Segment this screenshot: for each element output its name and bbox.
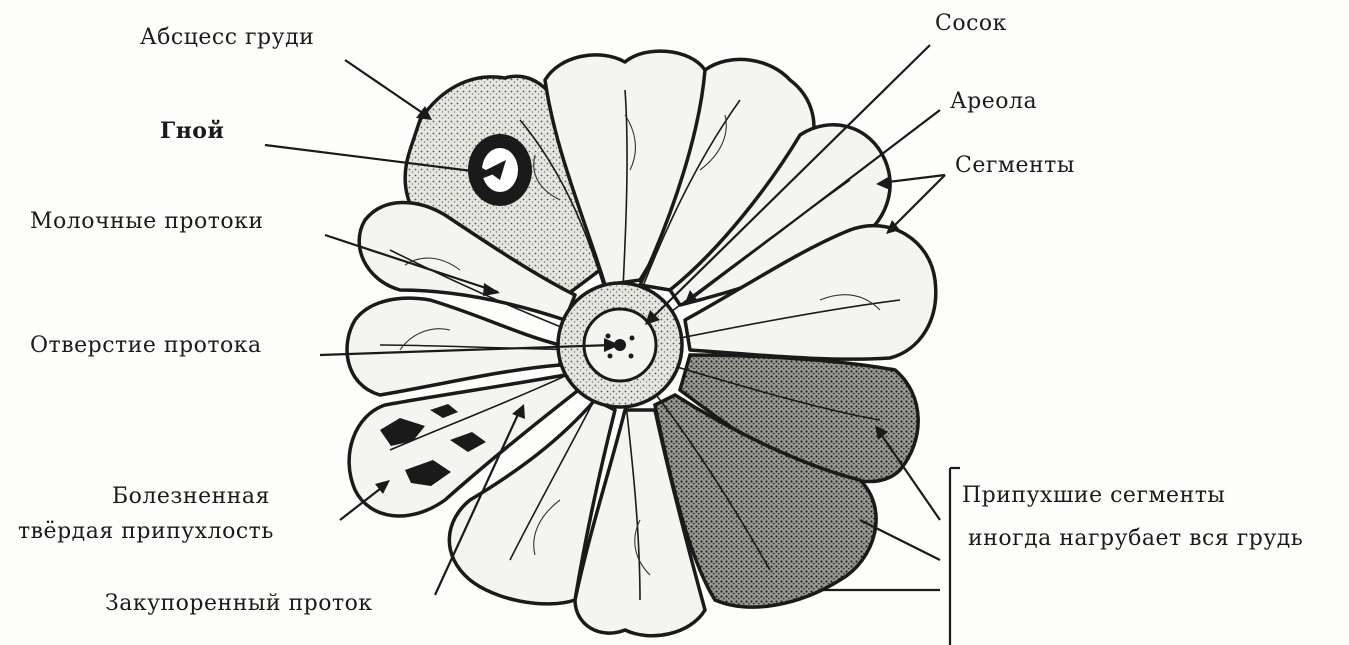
label-pus: Гной: [160, 118, 224, 144]
label-painful-lump-line2: твёрдая припухлость: [18, 519, 274, 544]
label-areola: Ареола: [950, 89, 1037, 114]
label-segments: Сегменты: [955, 153, 1075, 178]
pus-cavity: [468, 134, 532, 206]
label-swollen-line2: иногда нагрубает вся грудь: [968, 526, 1303, 551]
label-blocked-duct: Закупоренный проток: [105, 591, 373, 616]
label-abscess: Абсцесс груди: [140, 25, 314, 50]
label-swollen-line1: Припухшие сегменты: [962, 483, 1225, 508]
label-milk-ducts: Молочные протоки: [30, 209, 264, 234]
label-duct-opening: Отверстие протока: [30, 333, 262, 358]
label-painful-lump-line1: Болезненная: [112, 484, 270, 509]
label-nipple: Сосок: [935, 11, 1007, 36]
